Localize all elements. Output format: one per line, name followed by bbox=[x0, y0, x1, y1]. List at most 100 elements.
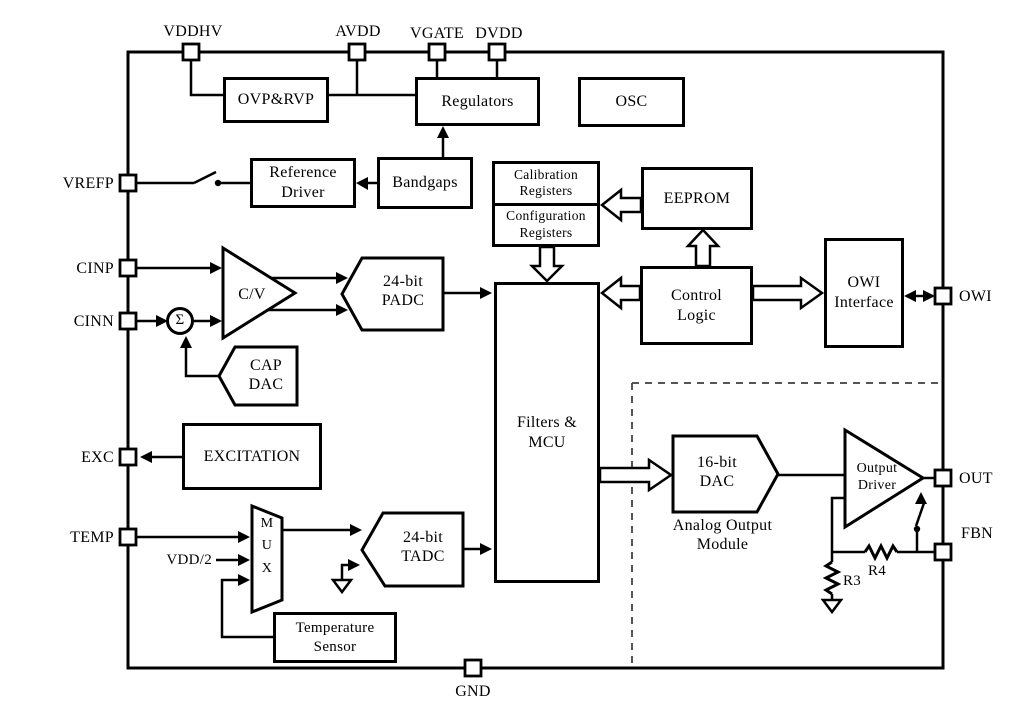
wire-feedback-to-driver bbox=[830, 496, 845, 552]
block-filters-mcu: Filters & MCU bbox=[494, 282, 600, 583]
bus-arrow-registers-to-filters-icon bbox=[528, 245, 566, 283]
arrowhead-owi-left-icon bbox=[904, 290, 916, 302]
mux-label: M U X bbox=[260, 516, 274, 576]
pin-vrefp bbox=[118, 173, 138, 193]
cv-amplifier-label: C/V bbox=[238, 286, 266, 303]
block-ovp-rvp: OVP&RVP bbox=[223, 77, 329, 123]
tadc-shape bbox=[360, 511, 465, 588]
switch-contact-output bbox=[913, 525, 921, 533]
dac-16bit-shape bbox=[671, 434, 780, 514]
block-control-logic: Control Logic bbox=[640, 266, 753, 345]
block-owi-interface: OWI Interface bbox=[824, 238, 904, 348]
arrowhead-mux-tadc-icon bbox=[350, 524, 362, 536]
arrowhead-exc-icon bbox=[140, 451, 152, 463]
block-osc-label: OSC bbox=[615, 93, 648, 111]
r3-label: R3 bbox=[843, 573, 862, 589]
block-control-logic-label: Control Logic bbox=[671, 286, 722, 324]
arrowhead-cv-upper-icon bbox=[336, 272, 348, 284]
block-regulators: Regulators bbox=[415, 77, 540, 126]
block-owi-interface-label: OWI Interface bbox=[834, 274, 894, 311]
r4-label: R4 bbox=[868, 563, 887, 579]
analog-output-module-dashed-border bbox=[631, 382, 943, 668]
pin-gnd bbox=[463, 658, 483, 678]
block-reference-driver: Reference Driver bbox=[250, 158, 356, 208]
pin-dvdd bbox=[487, 42, 507, 62]
arrowhead-vddhalf-icon bbox=[238, 554, 250, 566]
pin-label-temp: TEMP bbox=[70, 529, 114, 546]
resistor-r3 bbox=[822, 560, 842, 596]
pin-label-gnd: GND bbox=[455, 683, 491, 700]
output-driver-label: Output Driver bbox=[856, 461, 898, 493]
arrowhead-cinn-icon bbox=[156, 315, 168, 327]
wire-gnd-ref-to-tadc bbox=[340, 563, 350, 580]
bus-arrow-control-to-filters-icon bbox=[599, 275, 642, 311]
bus-arrow-control-to-owi-icon bbox=[751, 275, 825, 311]
block-excitation-label: EXCITATION bbox=[203, 447, 301, 465]
block-excitation: EXCITATION bbox=[182, 423, 322, 490]
arrowhead-gndref-icon bbox=[348, 559, 360, 571]
pin-avdd bbox=[347, 42, 367, 62]
arrowhead-owi-right-icon bbox=[923, 290, 935, 302]
pin-label-dvdd: DVDD bbox=[475, 25, 523, 42]
cap-dac-shape bbox=[217, 345, 299, 407]
padc-shape bbox=[340, 256, 445, 332]
block-ovp-rvp-label: OVP&RVP bbox=[237, 91, 315, 109]
block-filters-mcu-label: Filters & MCU bbox=[516, 413, 578, 451]
ground-icon-tadc bbox=[330, 578, 354, 595]
pin-temp bbox=[118, 527, 138, 547]
wire-vddhv-to-ovp bbox=[189, 60, 223, 97]
pin-cinp bbox=[118, 258, 138, 278]
switch-arm-vrefp bbox=[193, 170, 217, 185]
pin-label-out: OUT bbox=[959, 470, 993, 487]
bus-arrow-filters-to-dac-icon bbox=[598, 457, 674, 493]
pin-cinn bbox=[118, 311, 138, 331]
bus-arrow-eeprom-to-registers-icon bbox=[599, 187, 643, 223]
pin-owi bbox=[933, 286, 953, 306]
arrowhead-tadc-icon bbox=[480, 543, 492, 555]
mux-shape bbox=[250, 503, 284, 615]
resistor-r4 bbox=[863, 542, 899, 562]
pin-exc bbox=[118, 447, 138, 467]
summing-node-shape bbox=[166, 307, 194, 335]
arrowhead-cv-lower-icon bbox=[336, 304, 348, 316]
bus-arrows bbox=[528, 187, 825, 493]
vdd-half-label: VDD/2 bbox=[166, 552, 212, 568]
wire-capdac-to-sigma bbox=[184, 346, 219, 378]
pin-fbn bbox=[933, 542, 953, 562]
block-bandgaps-label: Bandgaps bbox=[392, 174, 458, 192]
arrowhead-cinp-icon bbox=[210, 262, 222, 274]
padc-label: 24-bit PADC bbox=[381, 273, 425, 310]
pin-label-cinn: CINN bbox=[73, 313, 114, 330]
block-configuration-registers: Configuration Registers bbox=[495, 206, 597, 245]
arrowhead-capdac-icon bbox=[180, 336, 192, 348]
block-calibration-registers: Calibration Registers bbox=[495, 164, 597, 206]
pin-label-fbn: FBN bbox=[961, 525, 994, 542]
arrowheads bbox=[140, 126, 935, 586]
block-temperature-sensor-label: Temperature Sensor bbox=[295, 620, 375, 655]
dac-16bit-label: 16-bit DAC bbox=[696, 454, 738, 491]
arrowhead-sigma-cv-icon bbox=[210, 315, 222, 327]
block-osc: OSC bbox=[578, 77, 685, 127]
analog-shapes bbox=[166, 245, 926, 615]
cap-dac-label: CAP DAC bbox=[248, 357, 284, 394]
pins bbox=[118, 42, 953, 678]
switch-contact-vrefp bbox=[214, 179, 222, 187]
pin-label-vddhv: VDDHV bbox=[163, 23, 223, 40]
pin-vddhv bbox=[181, 42, 201, 62]
pin-label-vgate: VGATE bbox=[410, 25, 464, 42]
block-registers: Calibration Registers Configuration Regi… bbox=[492, 161, 600, 247]
configuration-registers-label: Configuration Registers bbox=[506, 208, 586, 240]
block-temperature-sensor: Temperature Sensor bbox=[273, 612, 397, 663]
cv-amplifier-shape bbox=[221, 245, 298, 341]
output-driver-shape bbox=[843, 427, 926, 530]
block-bandgaps: Bandgaps bbox=[377, 157, 473, 209]
chip-border bbox=[126, 50, 945, 670]
ground-symbols bbox=[330, 578, 844, 615]
pin-label-vrefp: VREFP bbox=[62, 175, 114, 192]
switch-arm-output bbox=[914, 502, 926, 527]
arrowhead-tempsensor-icon bbox=[238, 574, 250, 586]
pin-label-cinp: CINP bbox=[76, 260, 114, 277]
bus-arrow-control-to-eeprom-icon bbox=[685, 228, 721, 268]
tadc-label: 24-bit TADC bbox=[401, 529, 445, 566]
